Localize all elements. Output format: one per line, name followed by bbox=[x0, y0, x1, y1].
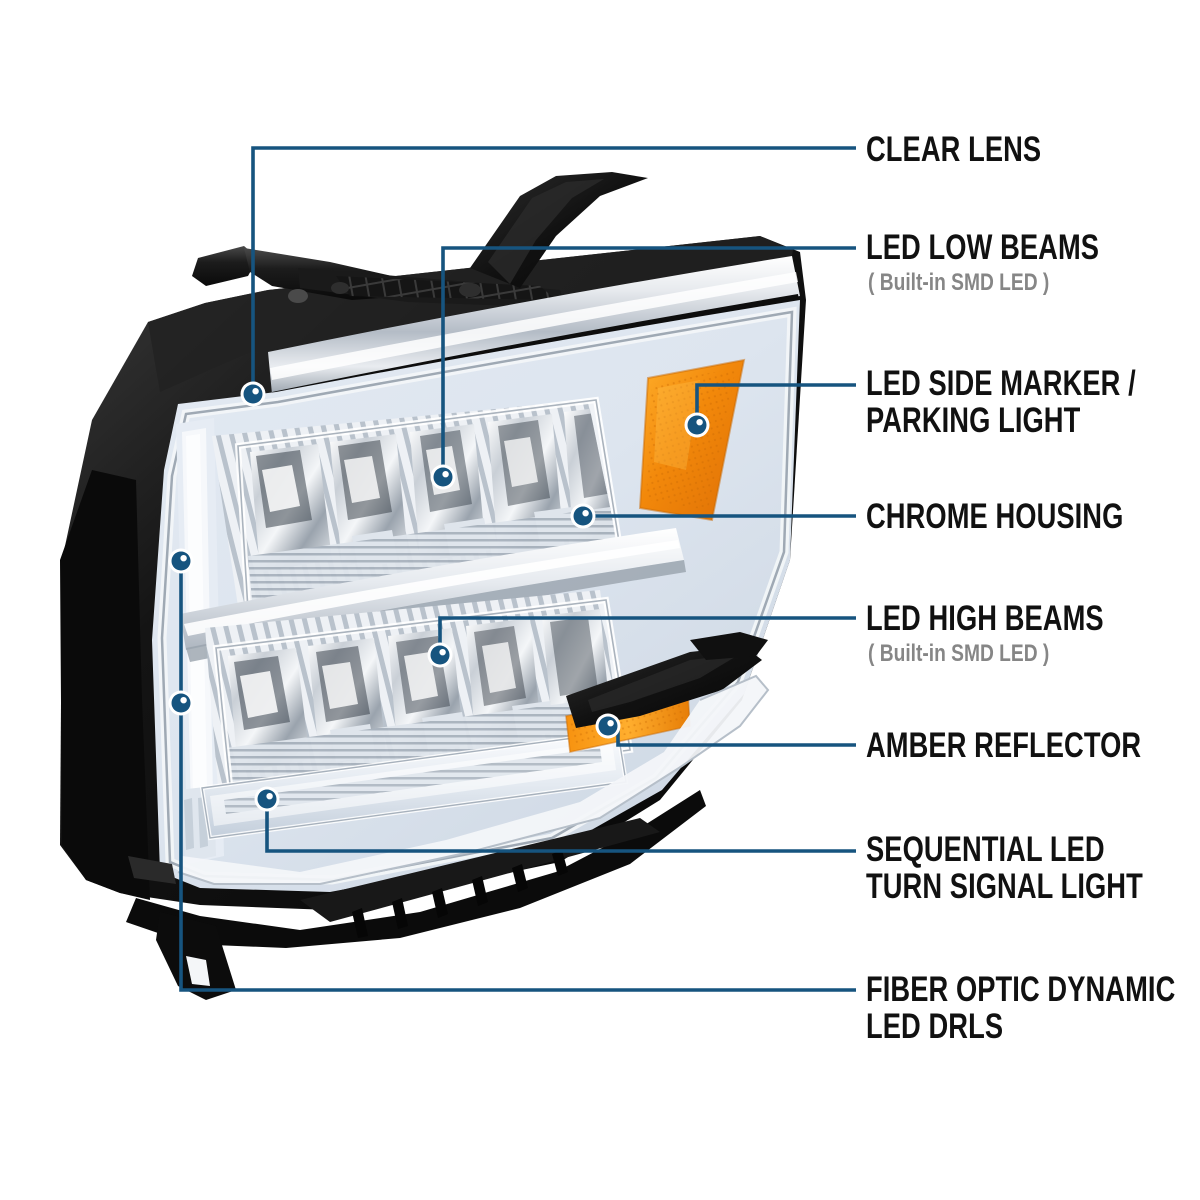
label-chrome-housing: CHROME HOUSING bbox=[866, 497, 1124, 536]
label-led-low-beams: LED LOW BEAMS bbox=[866, 228, 1100, 267]
housing-left-edge bbox=[60, 470, 150, 900]
housing-left-notch bbox=[128, 856, 176, 884]
sublabel-led-high-beams: ( Built-in SMD LED ) bbox=[868, 640, 1050, 667]
sublabel-led-low-beams: ( Built-in SMD LED ) bbox=[868, 269, 1050, 296]
label-amber-reflector: AMBER REFLECTOR bbox=[866, 726, 1142, 765]
label-led-side-marker-parking-light: LED SIDE MARKER /PARKING LIGHT bbox=[866, 364, 1136, 441]
label-led-high-beams: LED HIGH BEAMS bbox=[866, 599, 1104, 638]
label-clear-lens: CLEAR LENS bbox=[866, 130, 1042, 169]
